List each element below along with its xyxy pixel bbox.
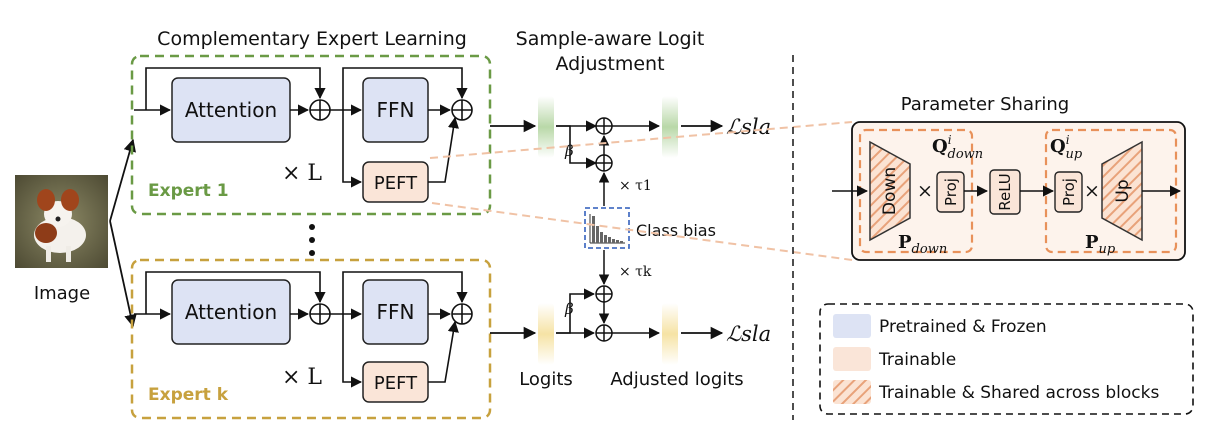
sla-title-line2: Adjustment: [555, 53, 664, 75]
sla-title-line1: Sample-aware Logit: [516, 28, 705, 50]
logits-bar-expertk: [538, 303, 554, 365]
input-image: [15, 175, 108, 268]
image-label: Image: [34, 283, 90, 304]
beta-label: β: [564, 142, 574, 160]
p-down-label: Pdown: [898, 232, 947, 257]
sum-node-logits: [595, 324, 613, 342]
down-label: Down: [880, 167, 900, 215]
legend-swatch-frozen: [833, 314, 871, 338]
sum-node-bias: [595, 154, 613, 172]
relu-block: [989, 169, 1021, 215]
repeat-label: × L: [282, 365, 322, 390]
ffn-label: FFN: [377, 98, 415, 122]
sum-node-bias: [595, 285, 613, 303]
expert-1-frame: [130, 54, 492, 216]
legend-swatch-shared: [833, 380, 871, 404]
expert-k-label: Expert k: [148, 385, 229, 405]
adjusted-logits-bar-expertk: [662, 303, 678, 365]
legend: Pretrained & Frozen Trainable Trainable …: [819, 303, 1194, 415]
down-projection: [869, 140, 911, 242]
residual-sum-1: [309, 303, 331, 325]
expert-k-block: Attention FFN PEFT × L Expert k: [130, 258, 492, 420]
expert-k-frame: [130, 258, 492, 420]
adjusted-logits-bar-expert1: [662, 96, 678, 158]
relu-label: ReLU: [996, 173, 1014, 211]
arrow-to-expertk: [109, 220, 137, 328]
ffn-label: FFN: [377, 300, 415, 324]
attention-label: Attention: [185, 98, 277, 122]
attention-label: Attention: [185, 300, 277, 324]
times-symbol: ×: [917, 180, 933, 202]
p-up-label: Pup: [1085, 232, 1116, 257]
ffn-block: [362, 279, 429, 345]
tau-label: × τ1: [619, 178, 652, 194]
repeat-label: × L: [282, 161, 322, 186]
peft-label: PEFT: [374, 173, 418, 194]
legend-label-frozen: Pretrained & Frozen: [879, 317, 1047, 337]
peft-label: PEFT: [374, 373, 418, 394]
param-sharing-title: Parameter Sharing: [901, 94, 1069, 115]
logits-bar-expert1: [538, 96, 554, 158]
attention-block: [171, 279, 291, 345]
class-bias-box: [584, 207, 630, 249]
beta-label: β: [564, 300, 574, 318]
class-bias-label: Class bias: [636, 221, 716, 240]
sharing-link-expertk: [431, 202, 853, 261]
sharing-link-expert1: [429, 121, 853, 159]
up-label: Up: [1113, 179, 1133, 202]
times-symbol: ×: [1084, 180, 1100, 202]
adjusted-logits-label: Adjusted logits: [610, 369, 743, 390]
legend-label-shared: Trainable & Shared across blocks: [878, 383, 1160, 403]
sum-node-logits: [595, 117, 613, 135]
residual-sum-1: [309, 99, 331, 121]
loss-label: ℒsla: [726, 322, 771, 346]
proj-down-label: Proj: [942, 178, 960, 206]
proj-up-block: [1054, 171, 1083, 213]
proj-down-block: [936, 171, 965, 213]
legend-swatch-trainable: [833, 347, 871, 371]
up-projection: [1101, 140, 1143, 242]
residual-sum-2: [451, 99, 473, 121]
logits-label: Logits: [519, 369, 573, 390]
arrow-to-expert1: [109, 138, 136, 222]
loss-label: ℒsla: [726, 115, 771, 139]
proj-up-label: Proj: [1060, 178, 1078, 206]
expert-ellipsis: [309, 224, 315, 256]
expert-1-label: Expert 1: [148, 181, 229, 201]
complementary-title: Complementary Expert Learning: [157, 28, 467, 50]
expert-1-block: Attention FFN PEFT × L Expert 1: [130, 54, 492, 216]
legend-label-trainable: Trainable: [878, 350, 956, 370]
tau-label: × τk: [619, 264, 652, 280]
residual-sum-2: [451, 303, 473, 325]
